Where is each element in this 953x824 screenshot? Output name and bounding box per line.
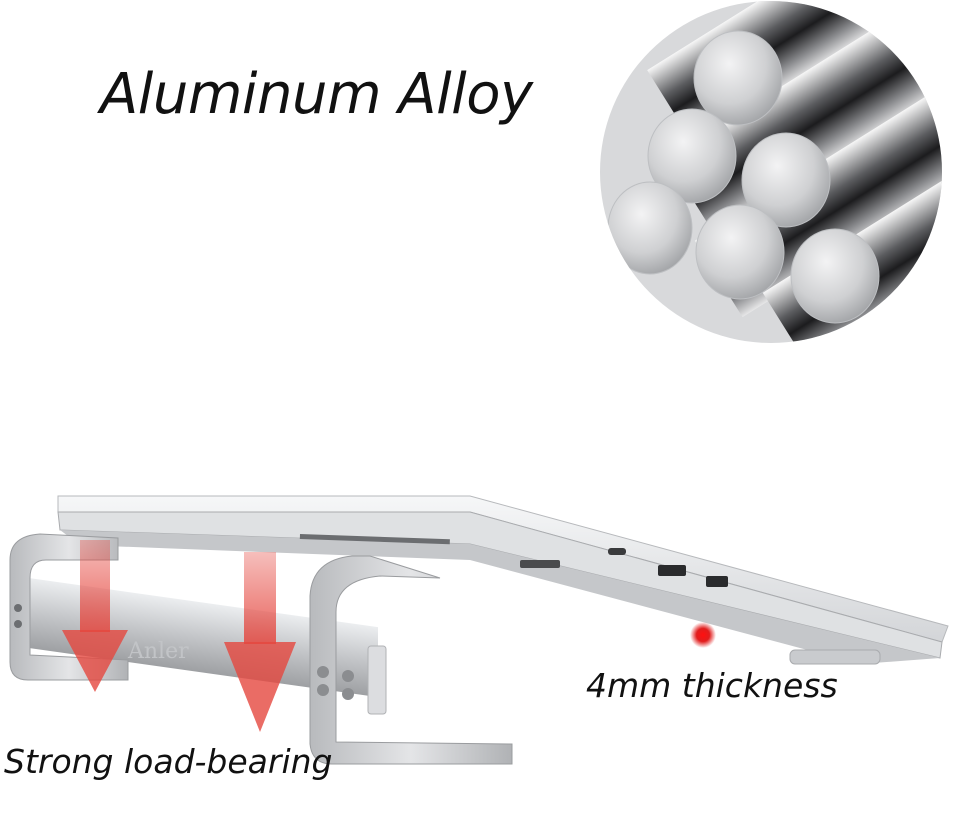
- brand-mark: Anler: [127, 639, 189, 664]
- headline: Aluminum Alloy: [100, 62, 533, 127]
- aluminum-rods-inset: [600, 1, 942, 343]
- load-bearing-caption: Strong load-bearing: [4, 742, 333, 781]
- load-arrow-left: [62, 540, 128, 692]
- stand-rear-bracket: Anler: [9, 533, 378, 698]
- thickness-indicator-dot: [690, 622, 716, 648]
- stand-front-bracket: [309, 555, 881, 765]
- thickness-caption: 4mm thickness: [586, 666, 838, 705]
- load-arrow-right: [224, 552, 296, 732]
